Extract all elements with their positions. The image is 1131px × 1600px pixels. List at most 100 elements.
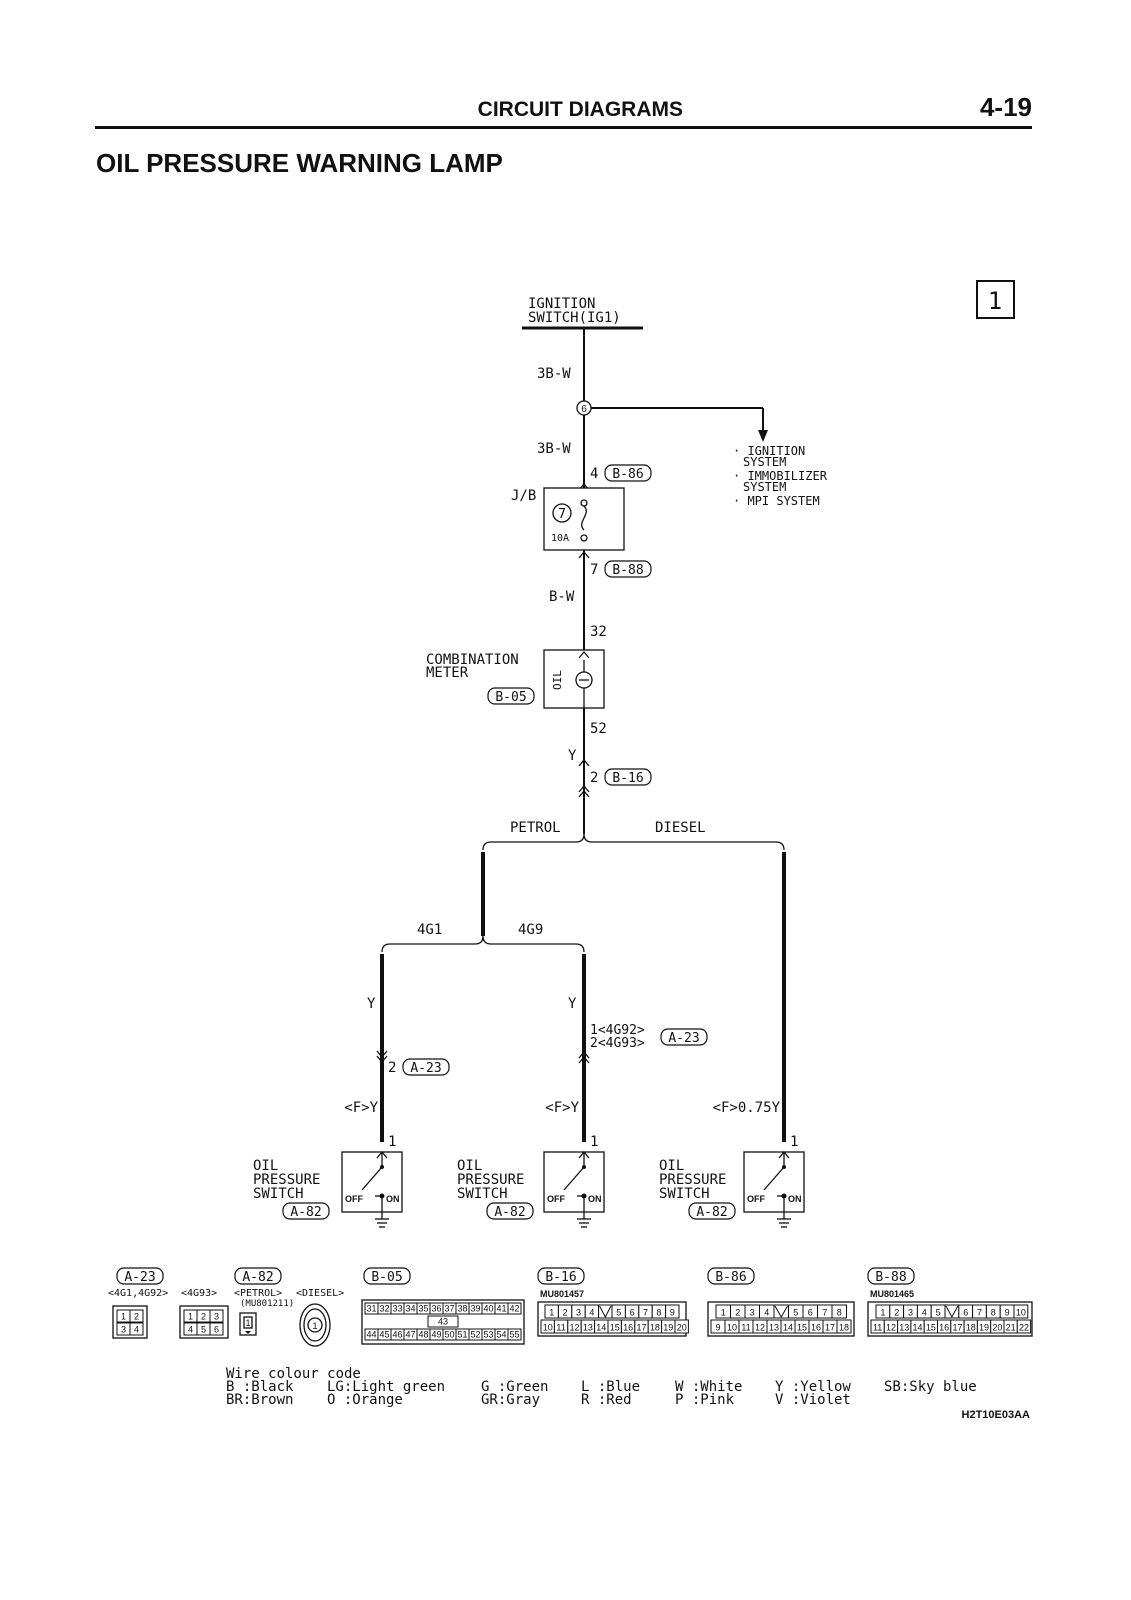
pin-number: 42 <box>509 1304 519 1314</box>
oil-lamp-label: OIL <box>551 670 564 690</box>
pin-number: 3 <box>121 1325 126 1335</box>
pin-number: 54 <box>496 1330 506 1340</box>
legend-p: P :Pink <box>675 1392 735 1408</box>
pin-number: 37 <box>444 1304 454 1314</box>
page-title: OIL PRESSURE WARNING LAMP <box>96 148 503 178</box>
pin-number: 16 <box>939 1323 949 1333</box>
pin-number: 21 <box>1006 1323 1016 1333</box>
switch-right-line3: SWITCH <box>659 1186 710 1202</box>
legend-y: Y :Yellow <box>775 1379 851 1395</box>
dest-1-line2: SYSTEM <box>743 455 786 469</box>
view-tag-b05 <box>363 1267 411 1285</box>
a82-note2: <DIESEL> <box>296 1288 344 1299</box>
diagram-number-box <box>976 280 1015 319</box>
pin-number: 38 <box>457 1304 467 1314</box>
connector-tag-b16 <box>604 768 652 786</box>
pin-number: 15 <box>610 1323 620 1333</box>
b16-part: MU801457 <box>540 1289 584 1299</box>
pin-cell <box>507 1302 522 1315</box>
pin-cell <box>1016 1319 1032 1334</box>
view-tag-a82 <box>234 1267 282 1285</box>
pin-number: 2 <box>134 1312 139 1322</box>
pin-number: 6 <box>808 1308 813 1318</box>
pin-number: 17 <box>825 1323 835 1333</box>
pin-number: 2 <box>201 1312 206 1322</box>
switch-left-line1: OIL <box>253 1158 278 1174</box>
pin-number: 33 <box>392 1304 402 1314</box>
pin-number: 14 <box>596 1323 606 1333</box>
pin-cell <box>129 1322 144 1336</box>
switch-off-label: OFF <box>345 1194 363 1204</box>
view-tag-b16-label: B-16 <box>545 1270 576 1285</box>
pin-number: 5 <box>201 1325 206 1335</box>
ignition-label-line2: SWITCH(IG1) <box>528 310 621 326</box>
a82-note1: <PETROL> <box>234 1288 282 1299</box>
pin-number: 8 <box>991 1308 996 1318</box>
connector-tag-b86-label: B-86 <box>612 467 643 482</box>
pin-number: 5 <box>936 1308 941 1318</box>
pin-number: 50 <box>444 1330 454 1340</box>
pin-switch-mid: 1 <box>590 1134 598 1150</box>
wire-label-f-mid: <F>Y <box>545 1100 579 1116</box>
pin-number: 15 <box>926 1323 936 1333</box>
connector-tag-b05 <box>487 687 535 705</box>
pin-b86: 4 <box>590 466 598 482</box>
b88-part: MU801465 <box>870 1289 914 1299</box>
pin-number: 53 <box>483 1330 493 1340</box>
pin-cell <box>674 1319 689 1334</box>
latch-icon <box>245 1331 251 1334</box>
combination-meter <box>543 649 605 709</box>
pin-number: 9 <box>1005 1308 1010 1318</box>
pin-cell <box>129 1309 144 1323</box>
brace-4g1-4g9 <box>381 935 585 953</box>
legend-sb: SB:Sky blue <box>884 1379 977 1395</box>
view-tag-a23-label: A-23 <box>124 1270 155 1285</box>
switch-on-label: ON <box>386 1194 400 1204</box>
connector-tag-b16-label: B-16 <box>612 771 643 786</box>
pin-cell <box>209 1309 224 1323</box>
switch-right-line1: OIL <box>659 1158 684 1174</box>
switch-on-label: ON <box>588 1194 602 1204</box>
pin-number: 20 <box>677 1323 687 1333</box>
pin-switch-left: 1 <box>388 1134 396 1150</box>
wire-label-bw: B-W <box>549 589 575 605</box>
pin-number: 12 <box>755 1323 765 1333</box>
wire-label-y-mid: Y <box>568 996 577 1012</box>
a82-diesel-ring <box>303 1308 327 1342</box>
pin-cell <box>665 1304 680 1319</box>
pin-number: 8 <box>656 1308 661 1318</box>
oil-pressure-switch-mid: OIL PRESSURE SWITCH A-82 OFF ON <box>457 1150 605 1228</box>
pin-number: 10 <box>543 1323 553 1333</box>
pin-number: 3 <box>908 1308 913 1318</box>
branch-label-petrol: PETROL <box>510 820 561 836</box>
pin-number: 4 <box>589 1308 594 1318</box>
a82-petrol-cavity <box>243 1316 253 1329</box>
pin-number: 3 <box>576 1308 581 1318</box>
a82-diesel-pin: 1 <box>312 1321 317 1331</box>
legend-r: R :Red <box>581 1392 632 1408</box>
pin-number: 2 <box>563 1308 568 1318</box>
fuse-icon <box>581 505 587 531</box>
switch-on-label: ON <box>788 1194 802 1204</box>
switch-left-line3: SWITCH <box>253 1186 304 1202</box>
pin-number: 16 <box>811 1323 821 1333</box>
pin-number: 10 <box>727 1323 737 1333</box>
key-mark <box>599 1305 612 1319</box>
view-tag-b16 <box>537 1267 585 1285</box>
dest-2-line1: · IMMOBILIZER <box>733 469 828 483</box>
switch-left-line2: PRESSURE <box>253 1172 320 1188</box>
pin-cell <box>209 1322 224 1336</box>
switch-mid-line2: PRESSURE <box>457 1172 524 1188</box>
view-tag-a82-label: A-82 <box>242 1270 273 1285</box>
pin-b88: 7 <box>590 562 598 578</box>
view-tag-a23 <box>116 1267 164 1285</box>
view-tag-b86-label: B-86 <box>715 1270 746 1285</box>
pin-number: 9 <box>670 1308 675 1318</box>
switch-off-label: OFF <box>747 1194 765 1204</box>
connector-tag-a23-left-label: A-23 <box>410 1061 441 1076</box>
view-tag-b86 <box>707 1267 755 1285</box>
pin-number: 11 <box>873 1323 882 1333</box>
